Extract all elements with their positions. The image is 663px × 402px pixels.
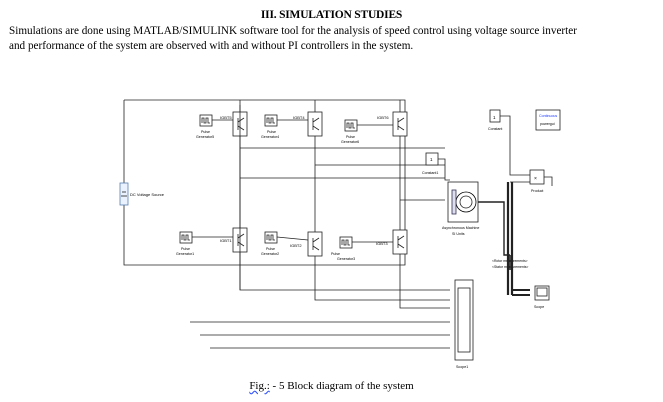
pg5-label-1: Pulse [201, 130, 210, 134]
pulse-generator-5: Pulse Generator5 [196, 114, 233, 139]
igbt2-block: IGBT2 [290, 231, 323, 257]
pg2-label-1: Pulse [266, 247, 275, 251]
igbt6-block: IGBT6 [377, 111, 408, 137]
pulse-generator-2: Pulse Generator2 [261, 231, 309, 256]
pg4-label-1: Pulse [267, 130, 276, 134]
igbt6-label: IGBT6 [377, 115, 389, 120]
product-label: Product [531, 189, 543, 193]
simulink-block-diagram: DC Voltage Source IGBT5 IGBT4 IGBT6 IGBT… [100, 90, 580, 375]
pg1-label-1: Pulse [181, 247, 190, 251]
product-block: × Product [529, 169, 553, 193]
pg2-label-2: Generator2 [261, 252, 279, 256]
igbt5-label: IGBT5 [220, 115, 232, 120]
pg3-label-2: Generator3 [337, 257, 355, 261]
figure-caption-text: - 5 Block diagram of the system [269, 380, 414, 392]
machine-label-1: Asynchronous Machine [442, 226, 479, 230]
powergui-block: Continuous powergui [535, 109, 561, 131]
dc-source-label: DC Voltage Source [130, 192, 165, 197]
constant1-value: 1 [430, 157, 433, 162]
pg6-label-1: Pulse [346, 135, 355, 139]
igbt1-label: IGBT1 [220, 238, 232, 243]
pg4-label-2: Generator4 [261, 135, 279, 139]
igbt4-block: IGBT4 [293, 111, 323, 137]
pg5-label-2: Generator5 [196, 135, 214, 139]
paragraph-line-2: and performance of the system are observ… [9, 40, 414, 52]
svg-text:×: × [534, 176, 537, 182]
pg6-label-2: Generator6 [341, 140, 359, 144]
pulse-generator-4: Pulse Generator4 [261, 114, 308, 139]
constant-block: 1 Constant [488, 109, 530, 176]
pg3-label-1: Pulse [331, 252, 340, 256]
pulse-generator-6: Pulse Generator6 [341, 119, 393, 144]
machine-label-2: SI Units [452, 232, 465, 236]
pg1-label-2: Generator1 [176, 252, 194, 256]
scope1-block: Scope1 [454, 279, 474, 369]
constant-value: 1 [493, 115, 496, 120]
igbt5-block: IGBT5 [220, 111, 248, 137]
igbt2-label: IGBT2 [290, 243, 302, 248]
constant1-label: Constant1 [422, 171, 438, 175]
paragraph-line-1: Simulations are done using MATLAB/SIMULI… [9, 25, 577, 37]
section-paragraph: Simulations are done using MATLAB/SIMULI… [9, 24, 655, 54]
dc-voltage-source: DC Voltage Source [119, 182, 165, 206]
scope-block: Scope [534, 285, 550, 309]
igbt4-label: IGBT4 [293, 115, 305, 120]
scope1-label: Scope1 [456, 365, 468, 369]
stator-meas-label: <Stator measurements> [492, 265, 528, 269]
pulse-generator-3: Pulse Generator3 [331, 236, 393, 261]
rotor-meas-label: <Rotor measurements> [492, 259, 528, 263]
powergui-label-2: powergui [540, 122, 555, 126]
figure-caption-prefix: Fig.: [249, 380, 270, 392]
powergui-label-1: Continuous [539, 114, 557, 118]
figure-caption: Fig.: - 5 Block diagram of the system [0, 380, 663, 392]
igbt3-label: IGBT3 [376, 241, 388, 246]
constant-label: Constant [488, 127, 502, 131]
igbt1-block: IGBT1 [220, 227, 248, 253]
section-heading: III. SIMULATION STUDIES [260, 9, 403, 21]
asynchronous-machine-block: Asynchronous Machine SI Units [442, 181, 479, 236]
dc-bus-lines [123, 99, 406, 266]
scope-label: Scope [534, 305, 544, 309]
constant1-block: 1 Constant1 [422, 152, 450, 181]
pulse-generator-1: Pulse Generator1 [176, 231, 233, 256]
